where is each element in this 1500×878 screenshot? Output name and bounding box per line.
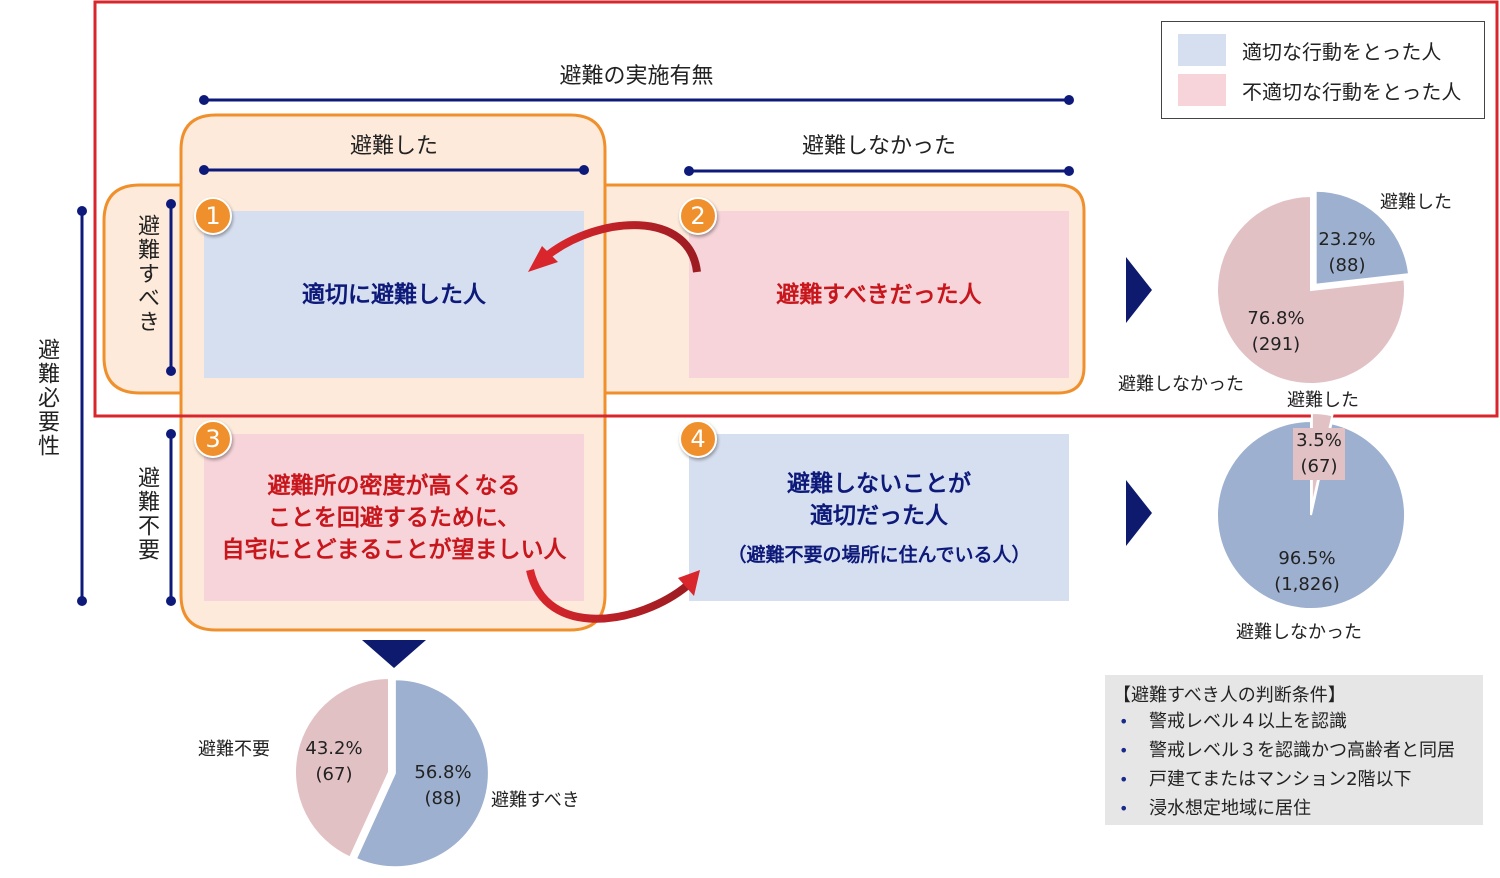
pie0-category-not-evacuated: 避難しなかった xyxy=(1118,374,1244,395)
pie2-slice-0 xyxy=(354,678,490,869)
pie0-slice0-label: 23.2% (88) xyxy=(1312,227,1382,279)
pie1-slice1-label: 96.5% (1,826) xyxy=(1266,546,1348,598)
pie1-slice0-label: 3.5% (67) xyxy=(1293,428,1345,480)
criteria-item: • 戸建てまたはマンション2階以下 xyxy=(1105,765,1455,794)
criteria-item-text: 浸水想定地域に居住 xyxy=(1149,798,1311,819)
criteria-title: 【避難すべき人の判断条件】 xyxy=(1113,685,1346,706)
axis-left-line xyxy=(77,206,87,606)
highlight-frame xyxy=(93,0,1499,418)
badge-4: 4 xyxy=(679,420,717,458)
axis-should-line xyxy=(166,199,176,376)
bullet-icon: • xyxy=(1119,799,1129,818)
criteria-list: • 警戒レベル４以上を認識 • 警戒レベル３を認識かつ高齢者と同居 • 戸建てまたはマ… xyxy=(1105,707,1455,823)
pie1-slice0-count: (67) xyxy=(1300,456,1338,477)
pie2-slice0-label: 56.8% (88) xyxy=(407,760,479,812)
axis-top-title: 避難の実施有無 xyxy=(559,64,714,89)
triangle-right-bottom-icon xyxy=(1126,480,1152,546)
triangle-right-top-icon xyxy=(1126,257,1152,323)
bullet-icon: • xyxy=(1119,712,1129,731)
pie2-slice0-count: (88) xyxy=(424,788,462,809)
axis-top-line xyxy=(199,95,1074,105)
pie1-slice1-count: (1,826) xyxy=(1274,574,1340,595)
axis-col-evacuated: 避難した xyxy=(349,134,438,159)
pie1-slice-1 xyxy=(1216,419,1406,610)
triangle-down-icon xyxy=(362,640,426,668)
criteria-item-text: 戸建てまたはマンション2階以下 xyxy=(1149,769,1412,790)
cell-2-text: 避難すべきだった人 xyxy=(776,281,982,308)
legend-item-appropriate: 適切な行動をとった人 xyxy=(1178,34,1441,66)
pie2-slice1-percent: 43.2% xyxy=(305,738,363,759)
badge-2: 2 xyxy=(679,197,717,235)
pie0-slice-0 xyxy=(1314,189,1411,286)
cell-2-should-have-evacuated: 避難すべきだった人 xyxy=(689,211,1069,378)
pie2-category-unneeded: 避難不要 xyxy=(198,739,270,760)
pie1-slice1-percent: 96.5% xyxy=(1278,548,1336,569)
legend-swatch-inappropriate xyxy=(1178,74,1226,106)
bullet-icon: • xyxy=(1119,770,1129,789)
bullet-icon: • xyxy=(1119,741,1129,760)
pie0-slice0-percent: 23.2% xyxy=(1318,229,1376,250)
legend: 適切な行動をとった人 不適切な行動をとった人 xyxy=(1161,21,1485,119)
cell-3-line-2: ことを回避するために、 xyxy=(267,504,521,531)
cell-4-appropriately-not-evacuated: 避難しないことが 適切だった人 （避難不要の場所に住んでいる人） xyxy=(689,434,1069,601)
axis-row-should: 避難すべき xyxy=(134,214,159,334)
legend-item-inappropriate: 不適切な行動をとった人 xyxy=(1178,74,1461,106)
pie0-category-evacuated: 避難した xyxy=(1380,192,1452,213)
cell-4-line-2: 適切だった人 xyxy=(810,503,948,529)
pie1-slice0-percent: 3.5% xyxy=(1296,430,1342,451)
cell-4-line-1: 避難しないことが xyxy=(787,471,971,497)
pie0-slice-1 xyxy=(1216,194,1406,385)
axis-evacuated-line xyxy=(199,165,589,175)
axis-row-unneeded: 避難不要 xyxy=(134,466,159,562)
pie2-slice1-count: (67) xyxy=(315,764,353,785)
pie-chart-evacuated xyxy=(294,676,490,869)
pie2-slice-1 xyxy=(294,676,390,859)
legend-swatch-appropriate xyxy=(1178,34,1226,66)
cell-3-line-1: 避難所の密度が高くなる xyxy=(267,472,521,499)
cell-4-subtext: （避難不要の場所に住んでいる人） xyxy=(727,544,1031,566)
cell-3-line-3: 自宅にとどまることが望ましい人 xyxy=(221,536,567,563)
criteria-item: • 浸水想定地域に居住 xyxy=(1105,794,1455,823)
pie1-category-evacuated: 避難した xyxy=(1287,390,1359,411)
criteria-item: • 警戒レベル４以上を認識 xyxy=(1105,707,1455,736)
axis-unneeded-line xyxy=(166,429,176,606)
pie2-category-should: 避難すべき xyxy=(491,790,580,811)
badge-1: 1 xyxy=(194,197,232,235)
axis-col-not-evacuated: 避難しなかった xyxy=(801,134,956,159)
curved-arrow-3-to-4 xyxy=(526,569,700,623)
cell-1-text: 適切に避難した人 xyxy=(302,281,486,308)
cell-3-should-stay-home: 避難所の密度が高くなる ことを回避するために、 自宅にとどまることが望ましい人 xyxy=(204,434,584,601)
criteria-item: • 警戒レベル３を認識かつ高齢者と同居 xyxy=(1105,736,1455,765)
pie2-slice1-label: 43.2% (67) xyxy=(298,736,370,788)
criteria-item-text: 警戒レベル４以上を認識 xyxy=(1149,711,1347,732)
pie0-slice1-label: 76.8% (291) xyxy=(1240,306,1312,358)
axis-not-evacuated-line xyxy=(684,166,1074,176)
pie-chart-should-evacuate xyxy=(1216,189,1411,385)
cell-1-appropriately-evacuated: 適切に避難した人 xyxy=(204,211,584,378)
legend-label-appropriate: 適切な行動をとった人 xyxy=(1242,39,1442,64)
pie1-category-not-evacuated: 避難しなかった xyxy=(1236,622,1362,643)
axis-left-title: 避難必要性 xyxy=(34,338,59,458)
curved-arrow-2-to-1 xyxy=(528,221,701,273)
legend-label-inappropriate: 不適切な行動をとった人 xyxy=(1242,79,1462,104)
criteria-box: 【避難すべき人の判断条件】 • 警戒レベル４以上を認識 • 警戒レベル３を認識かつ高… xyxy=(1105,675,1483,825)
criteria-item-text: 警戒レベル３を認識かつ高齢者と同居 xyxy=(1149,740,1455,761)
badge-3: 3 xyxy=(194,420,232,458)
pie0-slice1-percent: 76.8% xyxy=(1247,308,1305,329)
pie0-slice0-count: (88) xyxy=(1328,255,1366,276)
pie2-slice0-percent: 56.8% xyxy=(414,762,472,783)
pie0-slice1-count: (291) xyxy=(1251,334,1301,355)
